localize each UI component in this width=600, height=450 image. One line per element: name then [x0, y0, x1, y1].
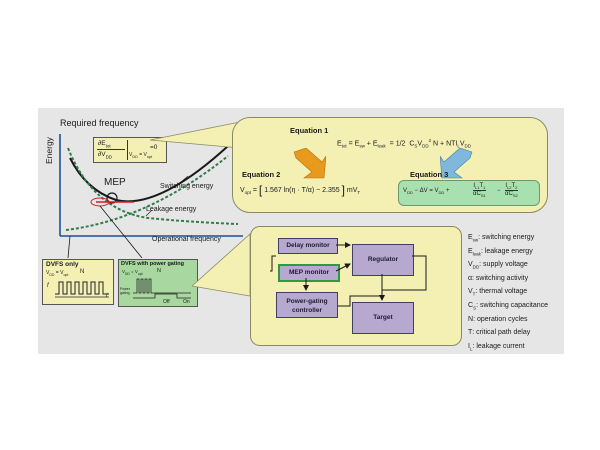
dvfs-gating-inset: DVFS with power gating VDD = Vopt N Powe… — [118, 259, 198, 307]
dvfs-only-title: DVFS only — [46, 261, 79, 268]
dvfs-only-f: f — [47, 283, 49, 289]
eq3-frac2-bot: αC — [505, 191, 513, 198]
dvfs-only-t: t — [106, 293, 108, 299]
leakage-leader — [145, 209, 153, 217]
eq3-lhs: V — [403, 188, 408, 194]
callout-triangle-bottom — [192, 233, 251, 297]
legend-item: IL: leakage current — [468, 342, 525, 352]
dvfs-gating-n: N — [157, 268, 161, 274]
energy-axis-label: Energy — [44, 137, 54, 164]
link-line-right — [99, 205, 143, 258]
dvfs-gating-waveform — [133, 278, 191, 299]
derivative-denominator-sub: DD — [105, 154, 113, 160]
equation3-box: VDD − ΔV = VDD + IL1T1 αCS1 − IL2T2 αCS2 — [398, 180, 540, 206]
dvfs-gating-title: DVFS with power gating — [121, 261, 184, 267]
switching-energy-label: Switching energy — [160, 183, 214, 190]
arrow-orange — [293, 148, 326, 179]
legend-item: α: switching activity — [468, 274, 529, 282]
legend-item: VT: thermal voltage — [468, 288, 528, 297]
eq2-lhs: V — [240, 186, 245, 194]
derivative-numerator: ∂E — [98, 140, 106, 147]
mep-marker — [106, 192, 118, 204]
target-block: Target — [352, 302, 414, 334]
equation1-body: Etot = Esw + Eleak = 1/2 CSVDD2 N + NTIL… — [337, 138, 472, 149]
derivative-numerator-sub: tot — [105, 143, 111, 149]
regulator-block: Regulator — [352, 244, 414, 276]
eq3-frac1-top: I — [473, 183, 476, 189]
equation1-title: Equation 1 — [290, 126, 329, 135]
dvfs-gating-off: Off — [163, 299, 170, 305]
eq1-rest: C — [409, 140, 415, 148]
equation2-title: Equation 2 — [242, 170, 281, 179]
mep-label: MEP — [104, 177, 126, 188]
delay-monitor-block: Delay monitor — [278, 238, 338, 254]
legend-item: CS: switching capacitance — [468, 301, 549, 311]
switching-leader — [173, 175, 189, 189]
dvfs-only-n: N — [80, 269, 85, 275]
dvfs-only-waveform — [55, 281, 109, 298]
eq2-body: 1.567 ln(η · T/α) − 2.355 — [264, 186, 340, 194]
legend-item: N: operation cycles — [468, 315, 528, 323]
leakage-energy-label: Leakage energy — [146, 206, 197, 213]
dvfs-gating-on: On — [183, 299, 190, 305]
eq1-half: 1/2 — [395, 140, 406, 148]
operational-frequency-label: Operational frequency — [152, 236, 221, 243]
switching-energy-curve — [65, 155, 229, 231]
eq3-mid: − ΔV = V — [414, 188, 439, 194]
dvfs-gating-side: Power gating — [120, 287, 130, 295]
equation3-title: Equation 3 — [410, 170, 449, 179]
callout-triangle-top — [150, 121, 240, 149]
link-line-left — [67, 235, 71, 258]
derivative-condition: V — [129, 152, 133, 158]
dvfs-gating-condition: V — [122, 269, 126, 274]
derivative-box: ∂Etot ∂VDD VDD = Vopt =0 — [93, 137, 167, 163]
equation2-body: Vopt = [ 1.567 ln(η · T/α) − 2.355 ] mVT — [240, 183, 361, 197]
eq2-unit: mV — [346, 186, 358, 194]
mep-monitor-block: MEP monitor — [278, 264, 340, 282]
eq1-expr: = E — [348, 140, 360, 148]
dvfs-only-inset: DVFS only VDD = Vopt N f t — [42, 259, 114, 305]
legend-item: Eleak: leakage energy — [468, 247, 533, 256]
eq1-lhs: E — [337, 140, 342, 148]
energy-plot — [59, 134, 243, 258]
total-energy-curve — [69, 145, 229, 203]
legend-item: Esw: switching energy — [468, 234, 535, 243]
eq3-frac1-bot: αC — [473, 191, 481, 198]
power-gating-block: Power-gating controller — [276, 292, 338, 318]
eq1-plus: + E — [366, 140, 378, 148]
controller-wires — [270, 242, 427, 307]
leakage-energy-curve — [67, 147, 239, 225]
symbol-legend: Esw: switching energy Eleak: leakage ene… — [468, 232, 564, 354]
eq1-tail: N + NTI — [433, 140, 458, 148]
dvfs-only-condition: V — [46, 270, 50, 276]
legend-item: T: critical path delay — [468, 329, 531, 337]
derivative-result: =0 — [150, 144, 158, 151]
eq3-frac2-top: I — [505, 183, 508, 189]
legend-item: VDD: supply voltage — [468, 261, 528, 270]
derivative-denominator: ∂V — [98, 151, 106, 158]
arrow-blue — [440, 148, 473, 179]
required-frequency-label: Required frequency — [60, 118, 139, 128]
